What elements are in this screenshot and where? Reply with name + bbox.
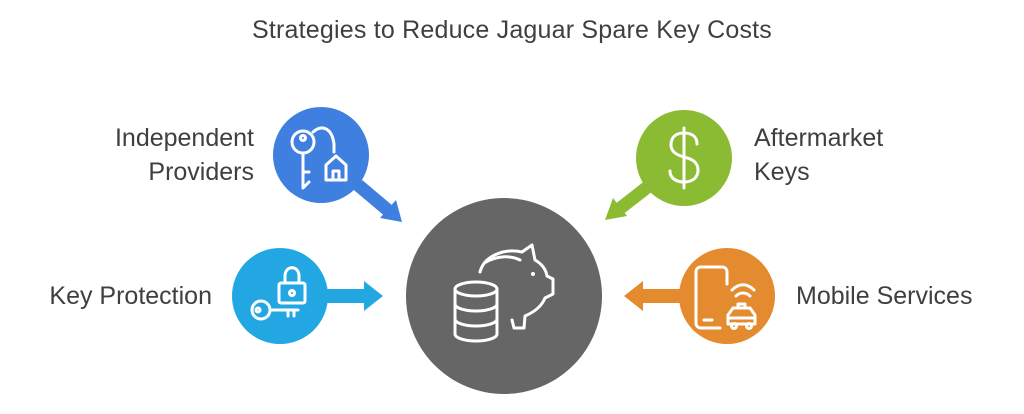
arrow-independent-providers [353,180,402,222]
dollar-icon [668,126,700,190]
arrow-key-protection [322,281,383,311]
arrow-aftermarket-keys [605,179,655,220]
label-line: Aftermarket [754,124,884,152]
piggy-bank-with-coins-icon [453,243,555,343]
center-circle [406,198,602,394]
arrow-mobile-services [624,281,685,311]
label-line: Mobile Services [796,282,973,310]
mobile-services-circle [679,248,775,344]
label-independent-providers: Independent Providers [115,121,254,189]
padlock-key-icon [250,266,307,321]
label-line: Providers [148,158,254,186]
label-line: Independent [114,124,254,152]
label-mobile-services: Mobile Services [796,279,972,313]
label-key-protection: Key Protection [49,279,212,313]
label-line: Key Protection [49,282,212,310]
label-line: Keys [754,158,810,186]
diagram-title: Strategies to Reduce Jaguar Spare Key Co… [252,16,772,44]
label-aftermarket-keys: Aftermarket Keys [754,121,883,189]
keys-house-tag-icon [290,126,348,190]
phone-car-icon [694,265,757,330]
independent-providers-circle [273,107,369,203]
